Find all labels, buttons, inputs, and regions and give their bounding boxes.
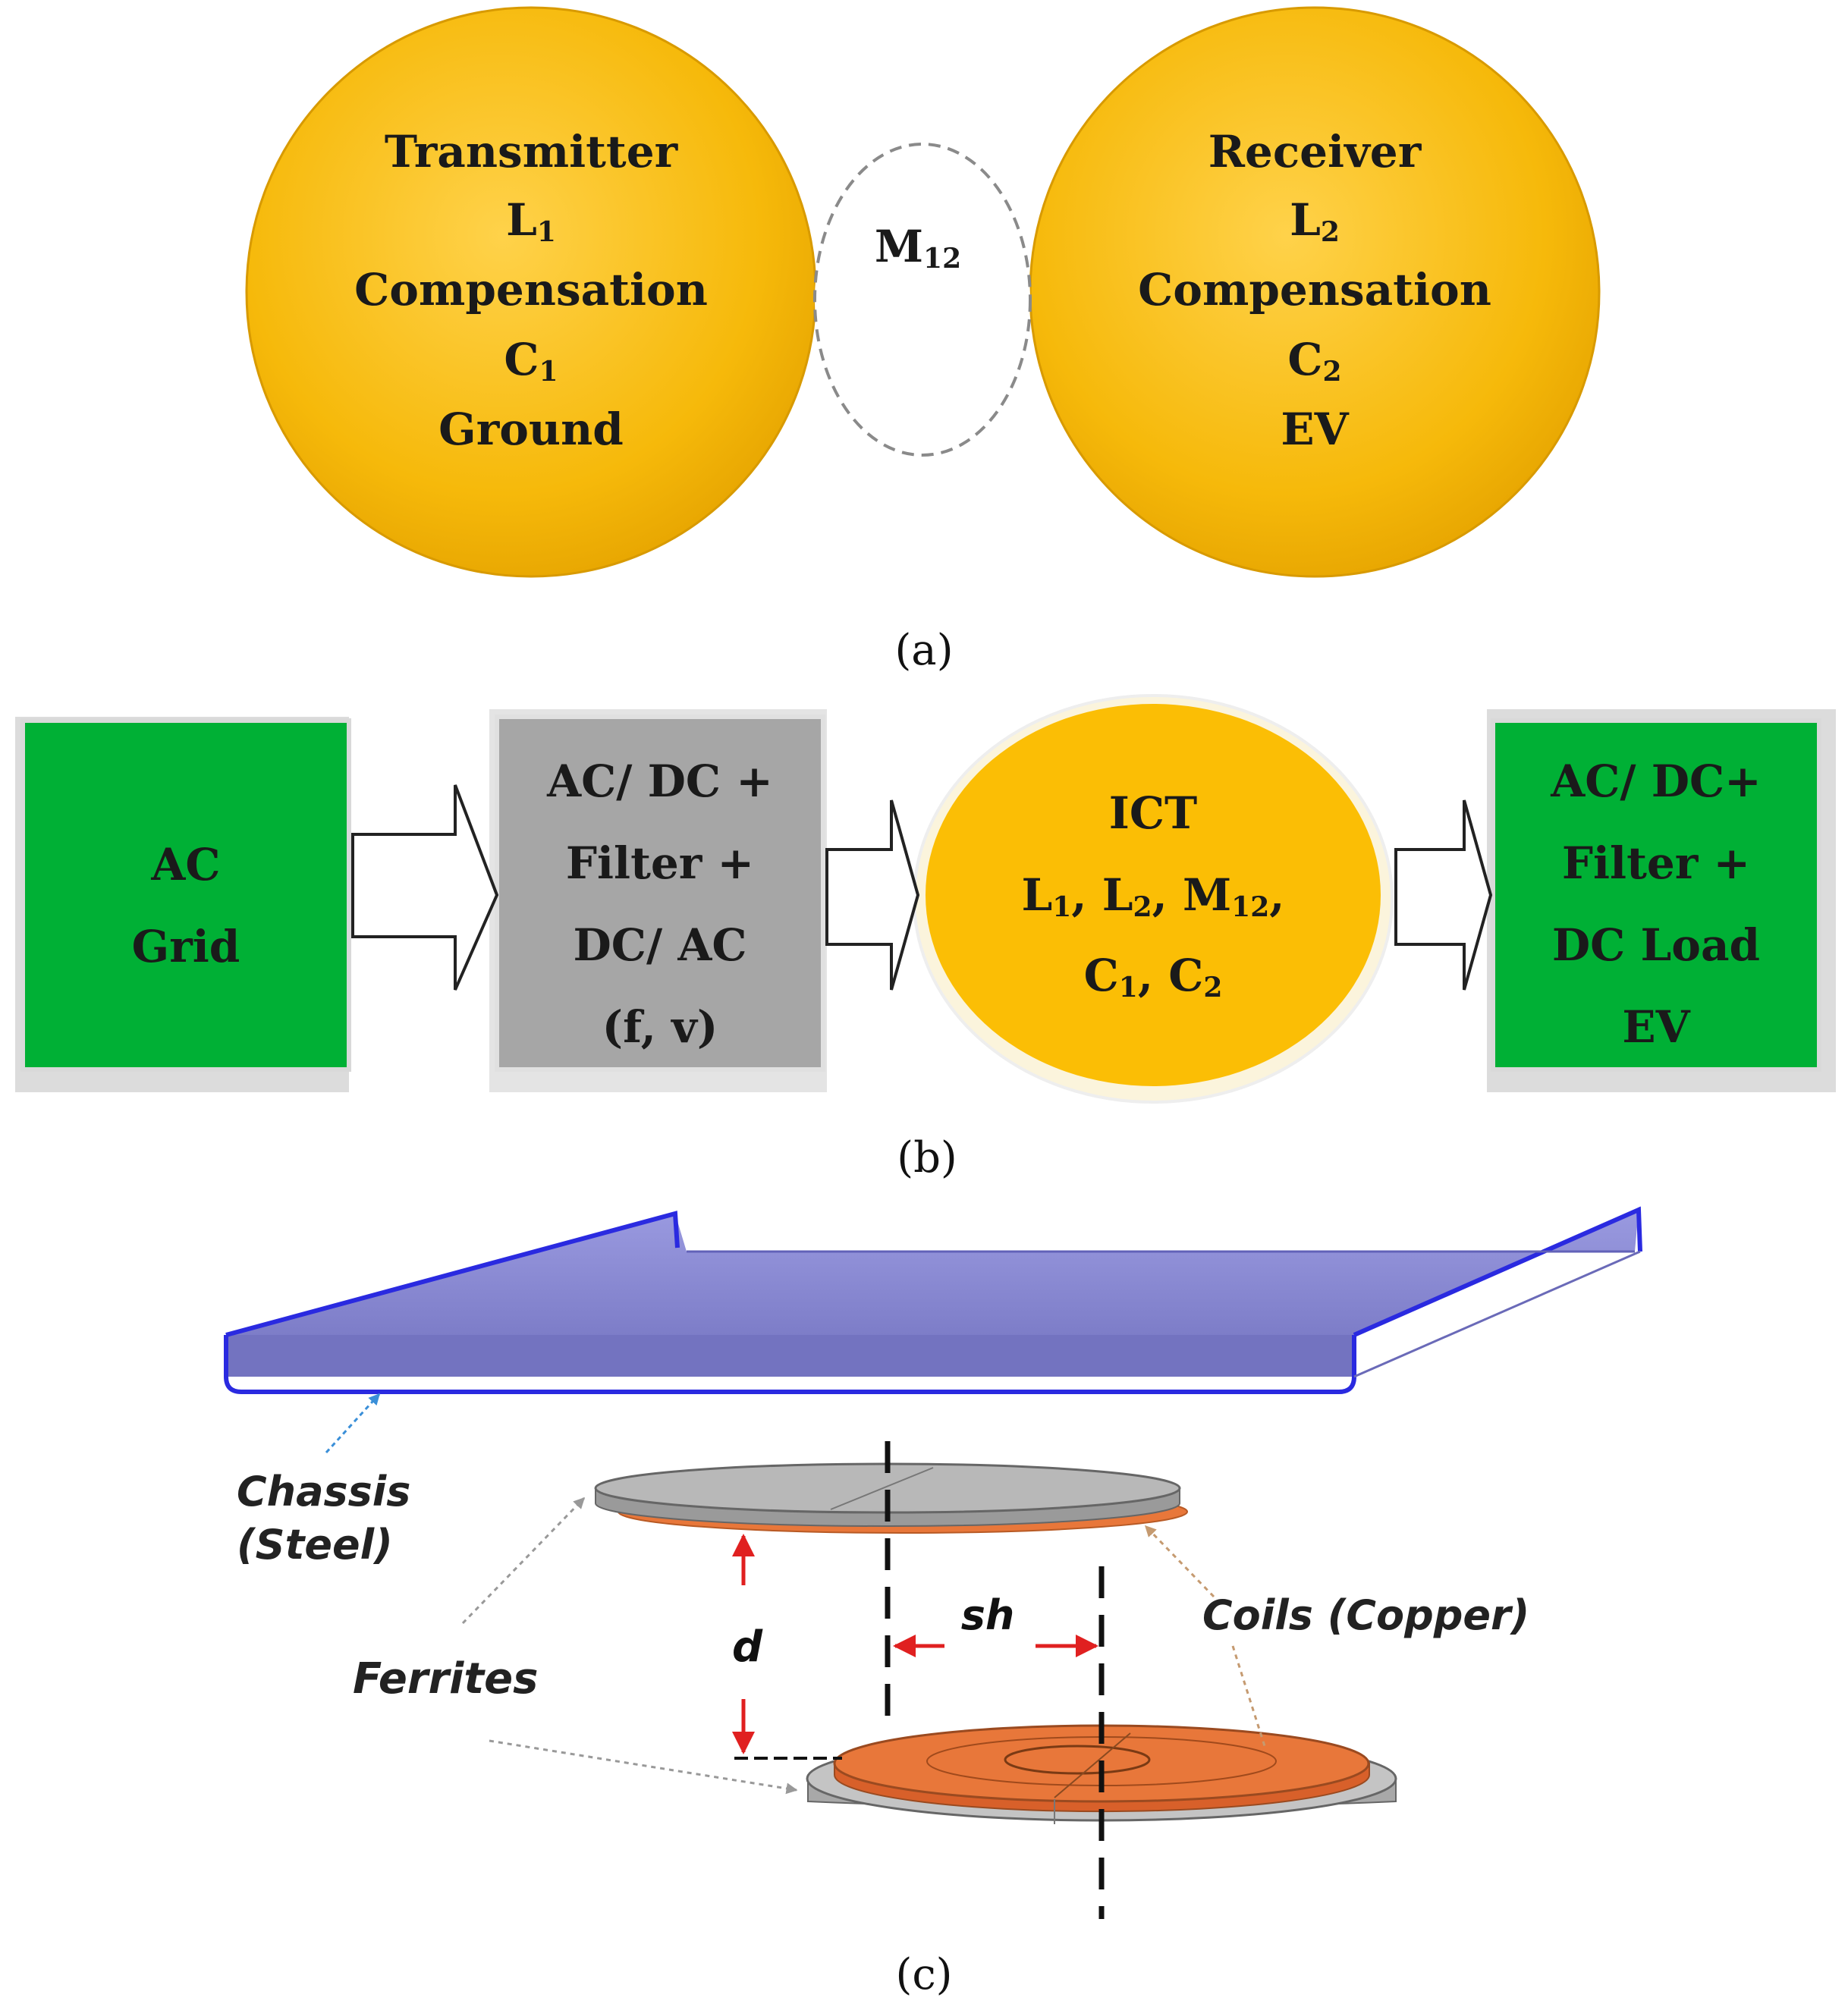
chassis-label-line2: (Steel) xyxy=(237,1521,393,1569)
load-line2: Filter + xyxy=(1562,837,1750,889)
caption-b: (b) xyxy=(897,1133,957,1183)
transmitter-ground: Ground xyxy=(438,404,624,455)
arrow-ict-to-load xyxy=(1394,799,1493,991)
panel-b: AC Grid AC/ DC + Filter + DC/ AC (f, v) … xyxy=(15,694,1836,1183)
ferrites-pointer-lower xyxy=(489,1739,798,1795)
ict-line2: L1, L2, M12, xyxy=(1022,869,1285,923)
chassis-plate xyxy=(224,1206,1642,1394)
transmitter-title: Transmitter xyxy=(385,126,679,177)
chassis-label-line1: Chassis xyxy=(237,1468,410,1515)
converter-box xyxy=(495,715,825,1072)
arrow-converter-to-ict xyxy=(825,799,920,991)
converter-line1: AC/ DC + xyxy=(546,755,773,807)
receiver-inductance: L2 xyxy=(1290,194,1340,248)
coils-label: Coils (Copper) xyxy=(1202,1591,1529,1639)
receiver-compensation: Compensation xyxy=(1138,264,1491,316)
load-line3: DC Load xyxy=(1552,919,1760,971)
receiver-circle xyxy=(1029,6,1601,578)
receiver-ev: EV xyxy=(1281,404,1349,455)
ict-line3: C1, C2 xyxy=(1084,950,1223,1003)
chassis-pointer xyxy=(325,1393,381,1454)
panel-a: Transmitter L1 Compensation C1 Ground M1… xyxy=(245,6,1601,675)
coils-pointer-upper xyxy=(1144,1525,1215,1598)
converter-line3: DC/ AC xyxy=(574,919,747,971)
ict-line1: ICT xyxy=(1109,787,1197,839)
ferrites-label: Ferrites xyxy=(353,1654,538,1704)
ict-ellipse xyxy=(926,704,1381,1086)
mutual-inductance-label: M12 xyxy=(875,221,961,275)
transmitter-capacitance: C1 xyxy=(504,334,558,388)
caption-c: (c) xyxy=(895,1950,952,1999)
mutual-coupling-ellipse xyxy=(813,143,1032,457)
ferrites-pointer-upper xyxy=(461,1497,586,1625)
load-line1: AC/ DC+ xyxy=(1550,755,1762,807)
load-box xyxy=(1491,718,1821,1072)
distance-label: d xyxy=(732,1622,763,1672)
shift-label: sh xyxy=(961,1591,1015,1639)
arrow-grid-to-converter xyxy=(351,784,499,991)
caption-a: (a) xyxy=(894,626,953,675)
receiver-capacitance: C2 xyxy=(1287,334,1341,388)
upper-pad xyxy=(594,1462,1188,1534)
panel-c: d sh Chassis (Steel) Ferrites Coils (Cop… xyxy=(224,1206,1642,1999)
converter-line2: Filter + xyxy=(566,837,754,889)
ac-grid-box xyxy=(20,718,351,1072)
transmitter-inductance: L1 xyxy=(506,194,556,248)
load-line4: EV xyxy=(1622,1001,1690,1053)
grid-line1: AC xyxy=(150,839,220,890)
receiver-title: Receiver xyxy=(1208,126,1422,177)
grid-line2: Grid xyxy=(132,921,240,972)
transmitter-compensation: Compensation xyxy=(354,264,708,316)
converter-line4: (f, v) xyxy=(602,1001,718,1053)
